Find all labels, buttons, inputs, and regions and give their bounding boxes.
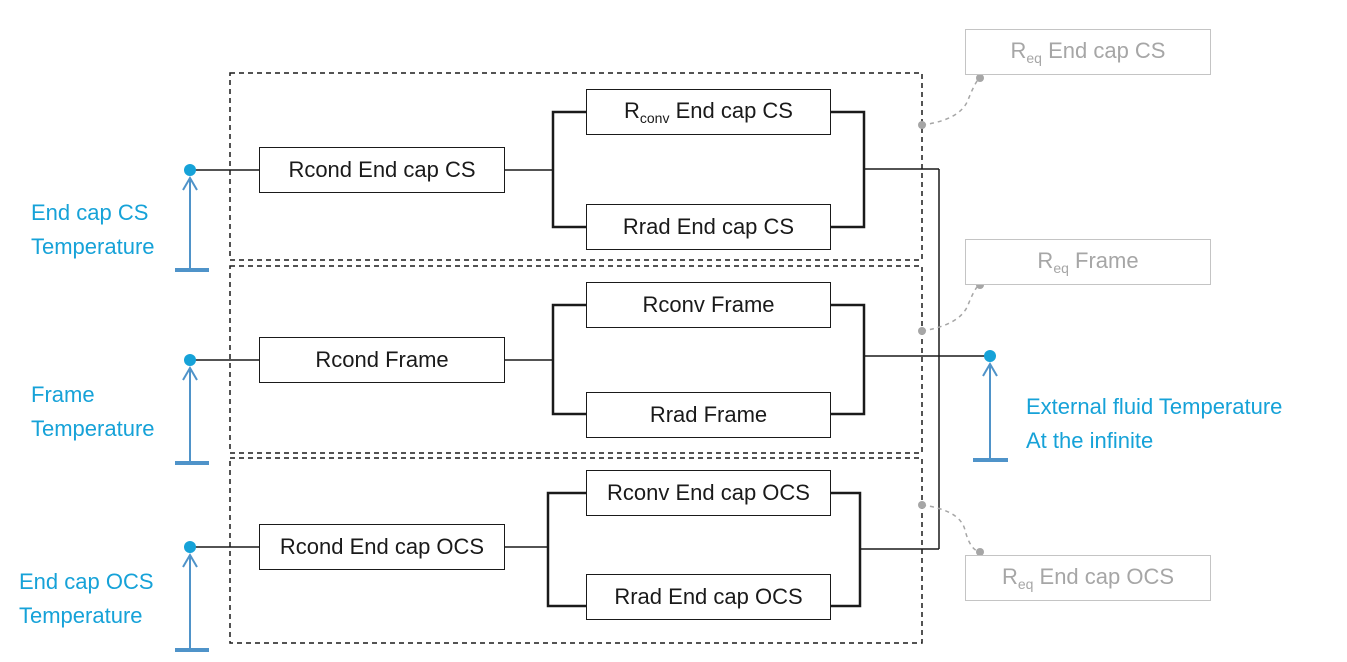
req-dot-frame-start: [918, 327, 926, 335]
temperature-label-external-line2: At the infinite: [1026, 428, 1154, 453]
wire-cs-parallel-right: [831, 110, 866, 229]
req-dot-cs-end: [976, 74, 984, 82]
temperature-label-external: External fluid Temperature At the infini…: [1026, 390, 1282, 458]
rconv-ocs-box: Rconv End cap OCS: [586, 470, 831, 516]
rrad-frame-label: Rrad Frame: [649, 402, 768, 427]
req-dot-ocs-start: [918, 501, 926, 509]
wire-cs-parallel-left: [551, 110, 586, 229]
req-ocs-box: Req End cap OCS: [965, 555, 1211, 601]
req-frame-label: Req Frame: [1037, 248, 1138, 276]
node-external: [984, 350, 996, 362]
req-cs-subscript: eq: [1026, 50, 1042, 66]
group-frame-ocs: [229, 457, 923, 644]
req-dot-cs-start: [918, 121, 926, 129]
temperature-label-cs-line2: Temperature: [31, 234, 155, 259]
node-frame: [184, 354, 196, 366]
temperature-label-frame: Frame Temperature: [31, 378, 155, 446]
req-leader-cs: [921, 77, 981, 126]
rconv-ocs-label: Rconv End cap OCS: [607, 480, 810, 505]
temperature-label-ocs-line1: End cap OCS: [19, 569, 154, 594]
temperature-label-frame-line1: Frame: [31, 382, 95, 407]
rconv-cs-symbol: R: [624, 98, 640, 123]
rconv-cs-box: Rconv End cap CS: [586, 89, 831, 135]
req-frame-text: Frame: [1068, 248, 1139, 273]
temperature-label-ocs-line2: Temperature: [19, 603, 143, 628]
rcond-ocs-label: Rcond End cap OCS: [279, 534, 485, 559]
node-ocs: [184, 541, 196, 553]
rrad-cs-label: Rrad End cap CS: [622, 214, 795, 239]
arrowhead-ocs: [182, 553, 198, 568]
req-cs-label: Req End cap CS: [1011, 38, 1166, 66]
req-cs-symbol: R: [1010, 38, 1027, 63]
temperature-label-ocs: End cap OCS Temperature: [19, 565, 154, 633]
req-cs-text: End cap CS: [1041, 38, 1166, 63]
rcond-frame-box: Rcond Frame: [259, 337, 505, 383]
req-ocs-symbol: R: [1001, 564, 1018, 589]
rconv-cs-text: End cap CS: [669, 98, 793, 123]
temperature-label-frame-line2: Temperature: [31, 416, 155, 441]
rcond-ocs-box: Rcond End cap OCS: [259, 524, 505, 570]
arrowhead-external: [982, 362, 998, 377]
temperature-label-cs-line1: End cap CS: [31, 200, 149, 225]
node-cs: [184, 164, 196, 176]
wire-ocs-parallel-right: [831, 491, 862, 608]
wire-frame-parallel-left: [551, 303, 586, 416]
rrad-frame-box: Rrad Frame: [586, 392, 831, 438]
rconv-frame-label: Rconv Frame: [642, 292, 775, 317]
rrad-cs-box: Rrad End cap CS: [586, 204, 831, 250]
req-ocs-label: Req End cap OCS: [1002, 564, 1174, 592]
arrowhead-cs: [182, 176, 198, 191]
rconv-frame-box: Rconv Frame: [586, 282, 831, 328]
temperature-label-cs: End cap CS Temperature: [31, 196, 155, 264]
rcond-cs-box: Rcond End cap CS: [259, 147, 505, 193]
req-leader-frame: [921, 284, 981, 332]
wire-ocs-parallel-left: [546, 491, 586, 608]
req-ocs-subscript: eq: [1017, 576, 1034, 592]
rcond-frame-label: Rcond Frame: [315, 347, 449, 372]
rconv-cs-subscript: conv: [639, 110, 670, 126]
rconv-cs-label: Rconv End cap CS: [624, 98, 793, 126]
req-ocs-text: End cap OCS: [1033, 564, 1175, 589]
rrad-ocs-label: Rrad End cap OCS: [614, 584, 803, 609]
wire-frame-parallel-right: [831, 303, 866, 416]
temperature-label-external-line1: External fluid Temperature: [1026, 394, 1283, 419]
req-frame-subscript: eq: [1053, 260, 1069, 276]
req-cs-box: Req End cap CS: [965, 29, 1211, 75]
arrowhead-frame: [182, 366, 198, 381]
req-frame-box: Req Frame: [965, 239, 1211, 285]
group-frame-cs: [229, 72, 923, 261]
req-frame-symbol: R: [1037, 248, 1054, 273]
req-dot-ocs-end: [976, 548, 984, 556]
rcond-cs-label: Rcond End cap CS: [288, 157, 476, 182]
group-frame-frame: [229, 265, 923, 454]
rrad-ocs-box: Rrad End cap OCS: [586, 574, 831, 620]
req-leader-ocs: [921, 504, 981, 553]
